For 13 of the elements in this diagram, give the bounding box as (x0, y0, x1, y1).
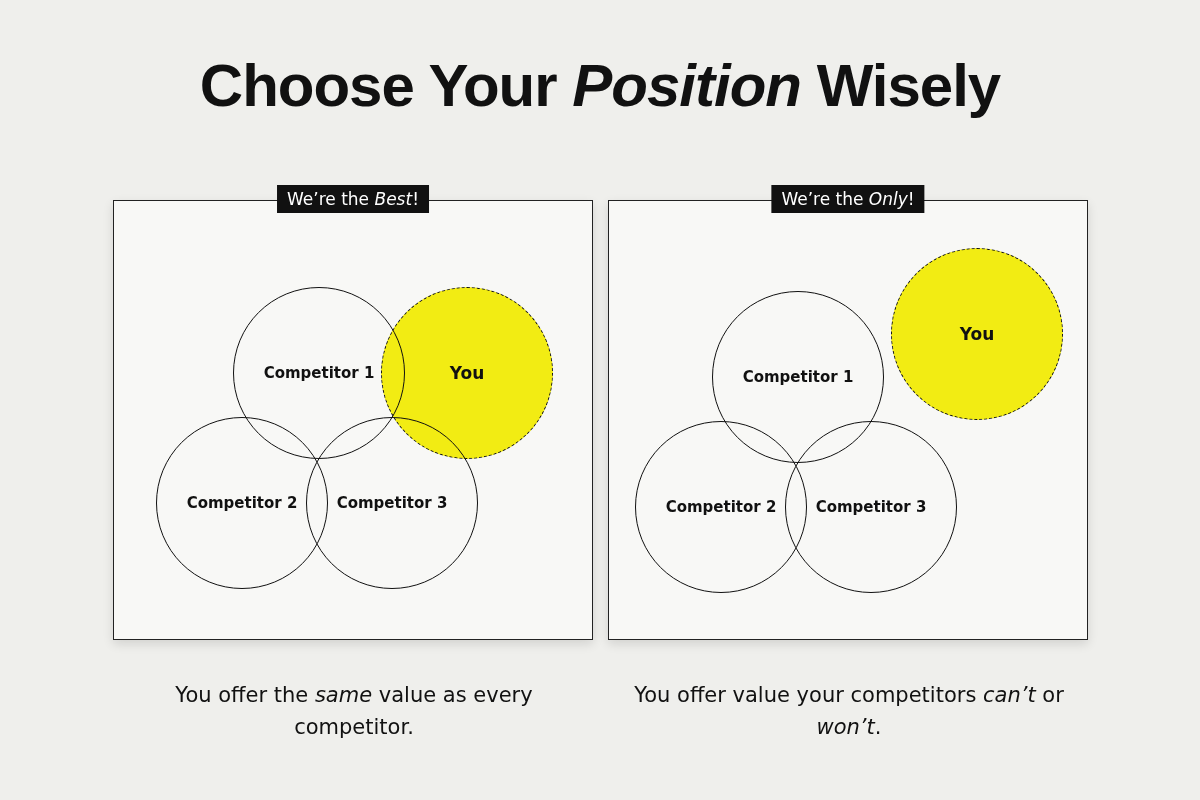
circle-label: Competitor 1 (263, 364, 375, 382)
title: Choose Your Position Wisely (198, 51, 1002, 121)
circle-label: Competitor 2 (186, 494, 298, 512)
circle-label: You (959, 324, 995, 344)
panel-tag: We’re the Only! (771, 185, 925, 213)
circle-label: Competitor 3 (336, 494, 448, 512)
circle-label: Competitor 2 (665, 498, 777, 516)
caption-text: You offer the same value as every competitor. (174, 682, 534, 741)
circle-label: You (449, 363, 485, 383)
circle-label: Competitor 1 (742, 368, 854, 386)
circle-label: Competitor 3 (815, 498, 927, 516)
panel-tag: We’re the Best! (277, 185, 429, 213)
caption-text: You offer value your competitors can’t or won’t. (633, 682, 1065, 741)
